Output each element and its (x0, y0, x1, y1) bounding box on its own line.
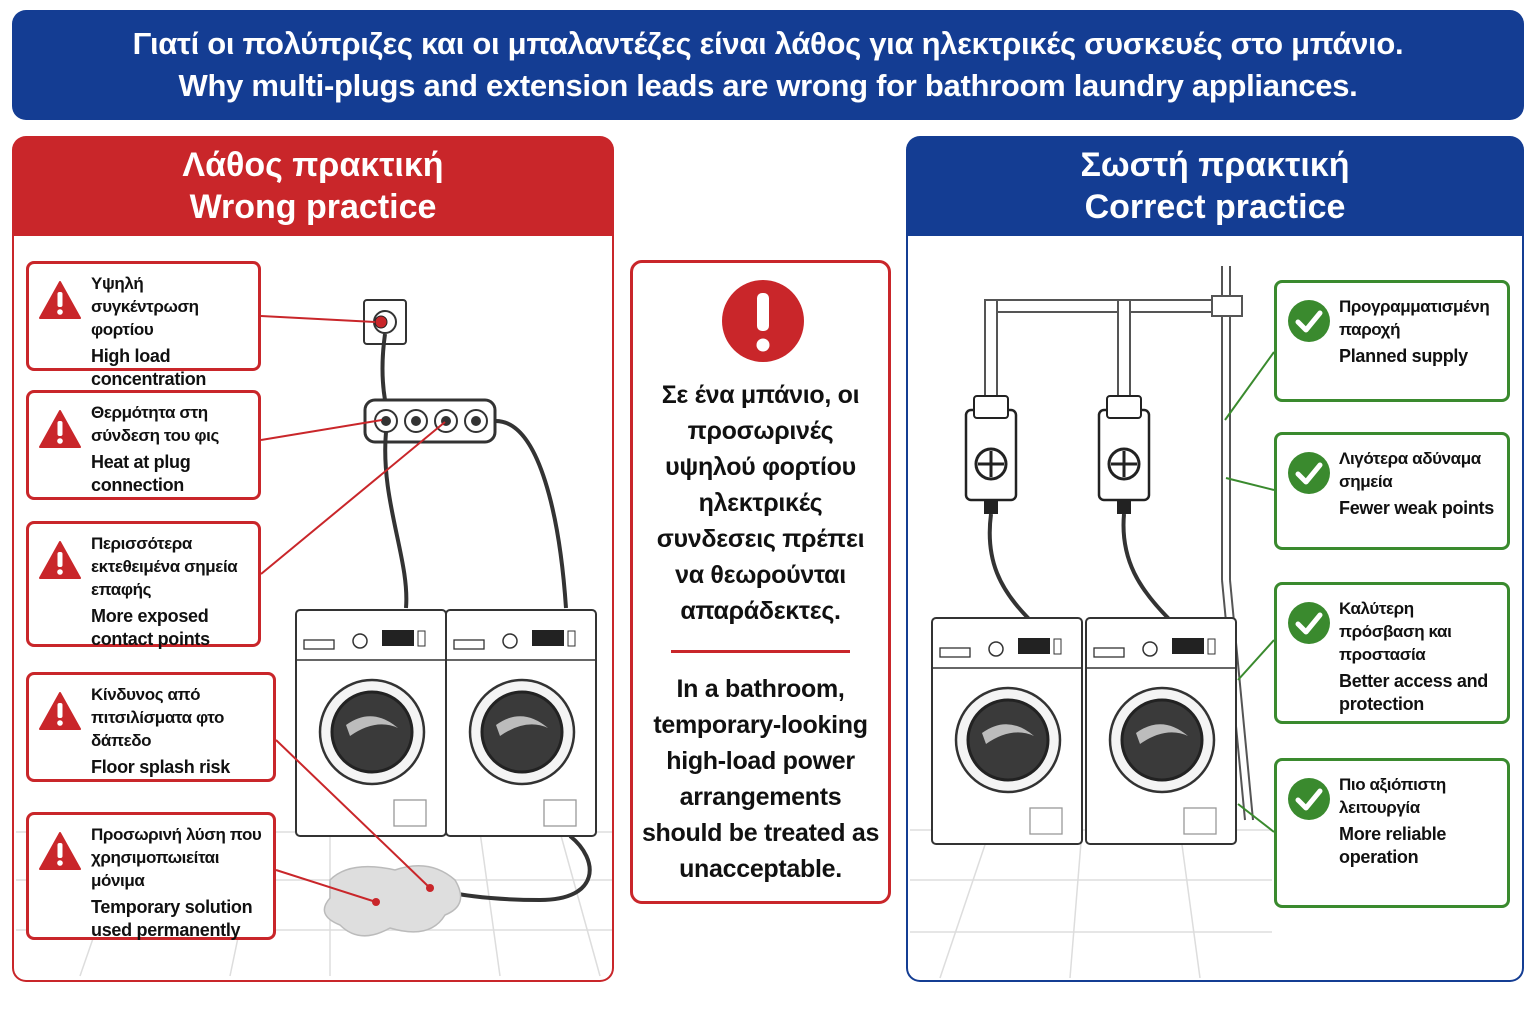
wrong-item-4-greek: Κίνδυνος από πιτσιλίσματα φτο δάπεδο (91, 685, 224, 750)
correct-item-1-english: Planned supply (1339, 346, 1468, 366)
correct-item-4-greek: Πιο αξιόπιστη λειτουργία (1339, 775, 1446, 817)
wrong-item-1-greek: Υψηλή συγκέντρωση φορτίου (91, 274, 199, 339)
correct-item-2-greek: Λιγότερα αδύναμα σημεία (1339, 449, 1481, 491)
wrong-item-5-english: Temporary solution used permanently (91, 897, 253, 940)
warning-icon (39, 281, 81, 319)
checkmark-icon (1288, 452, 1330, 494)
wrong-item-2-greek: Θερμότητα στη σύνδεση του φις (91, 403, 219, 445)
wrong-item-4: Κίνδυνος από πιτσιλίσματα φτο δάπεδο Flo… (26, 672, 276, 782)
warning-icon (39, 692, 81, 730)
wrong-item-3-greek: Περισσότερα εκτεθειμένα σημεία επαφής (91, 534, 238, 599)
correct-item-1-greek: Προγραμματισμένη παροχή (1339, 297, 1490, 339)
center-warning-box: Σε ένα μπάνιο, οι προσωρινές υψηλού φορτ… (630, 260, 891, 904)
wrong-item-1-english: High load concentration (91, 346, 207, 389)
center-text-greek: Σε ένα μπάνιο, οι προσωρινές υψηλού φορτ… (656, 381, 865, 625)
wrong-item-2: Θερμότητα στη σύνδεση του φις Heat at pl… (26, 390, 261, 500)
correct-item-3: Καλύτερη πρόσβαση και προστασία Better a… (1274, 582, 1510, 724)
checkmark-icon (1288, 300, 1330, 342)
wrong-item-5-greek: Προσωρινή λύση που χρησιμοπωιείται μόνιμ… (91, 825, 262, 890)
correct-item-2-english: Fewer weak points (1339, 498, 1494, 518)
correct-heading-greek: Σωστή πρακτική (1080, 146, 1350, 184)
correct-item-4: Πιο αξιόπιστη λειτουργία More reliable o… (1274, 758, 1510, 908)
correct-item-2: Λιγότερα αδύναμα σημεία Fewer weak point… (1274, 432, 1510, 550)
wrong-item-4-english: Floor splash risk (91, 757, 230, 777)
warning-icon (39, 410, 81, 448)
wrong-item-1: Υψηλή συγκέντρωση φορτίου High load conc… (26, 261, 261, 389)
title-greek: Γιατί οι πολύπριζες και οι μπαλαντέζες ε… (132, 26, 1404, 61)
warning-icon (39, 832, 81, 870)
correct-item-1: Προγραμματισμένη παροχή Planned supply (1274, 280, 1510, 402)
center-divider (671, 650, 850, 653)
wrong-item-5: Προσωρινή λύση που χρησιμοπωιείται μόνιμ… (26, 812, 276, 940)
wrong-heading-english: Wrong practice (189, 188, 437, 226)
wrong-item-3-english: More exposed contact points (91, 606, 210, 649)
checkmark-icon (1288, 602, 1330, 644)
wrong-item-2-english: Heat at plug connection (91, 452, 191, 495)
correct-item-4-english: More reliable operation (1339, 824, 1447, 867)
warning-icon (39, 541, 81, 579)
title-english: Why multi-plugs and extension leads are … (178, 68, 1358, 103)
exclamation-icon (722, 280, 804, 362)
wrong-practice-header: Λάθος πρακτική Wrong practice (12, 136, 614, 236)
correct-item-3-english: Better access and protection (1339, 671, 1488, 714)
correct-practice-header: Σωστή πρακτική Correct practice (906, 136, 1524, 236)
wrong-item-3: Περισσότερα εκτεθειμένα σημεία επαφής Mo… (26, 521, 261, 649)
title-banner: Γιατί οι πολύπριζες και οι μπαλαντέζες ε… (12, 10, 1524, 120)
correct-heading-english: Correct practice (1084, 188, 1346, 226)
checkmark-icon (1288, 778, 1330, 820)
wrong-heading-greek: Λάθος πρακτική (182, 146, 444, 184)
center-text-english: In a bathroom, temporary-looking high-lo… (641, 675, 880, 883)
correct-item-3-greek: Καλύτερη πρόσβαση και προστασία (1339, 599, 1452, 664)
